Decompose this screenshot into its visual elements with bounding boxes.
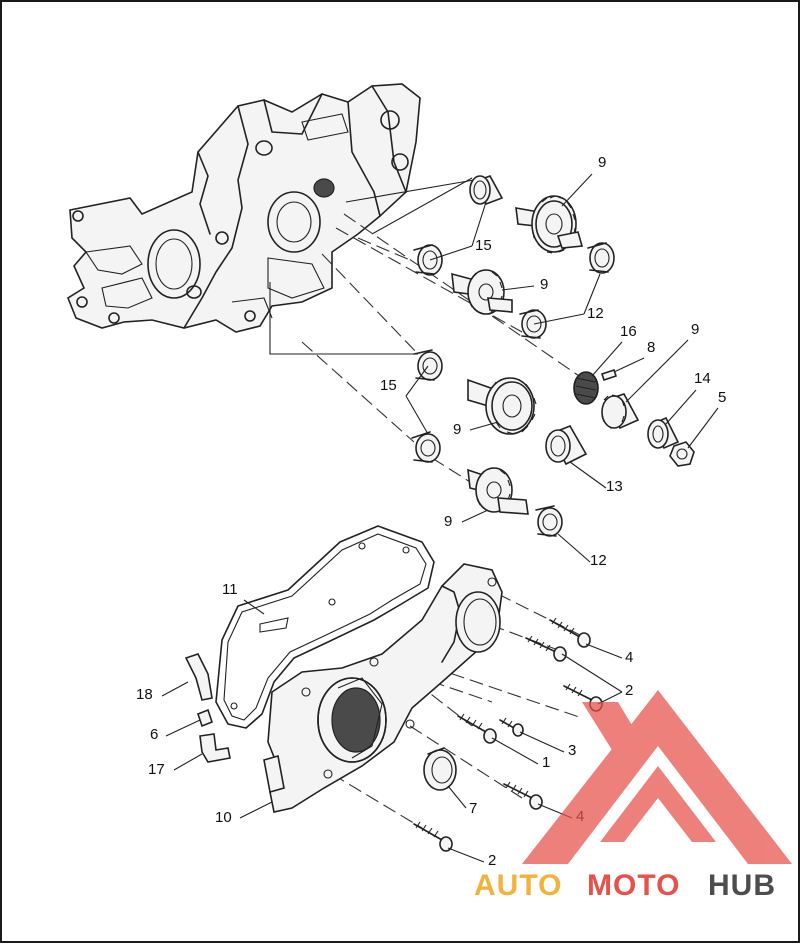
callout-label: 5 bbox=[718, 389, 726, 406]
bushing-14 bbox=[647, 416, 680, 450]
callout-label: 2 bbox=[625, 682, 633, 699]
screw-upper-1 bbox=[549, 617, 591, 648]
callout-label: 9 bbox=[444, 513, 452, 530]
bushing-15-low bbox=[411, 431, 441, 463]
screws bbox=[413, 617, 603, 852]
small-fittings bbox=[184, 653, 231, 763]
cover-gasket bbox=[215, 525, 435, 729]
watermark-text-hub: HUB bbox=[708, 869, 776, 902]
watermark-wordmark: AUTO MOTO HUB bbox=[474, 869, 776, 902]
watermark-triangle-icon bbox=[522, 690, 792, 864]
cam-gears bbox=[451, 195, 640, 515]
watermark-logo bbox=[522, 690, 792, 864]
callout-label: 12 bbox=[587, 305, 604, 322]
callout-label: 3 bbox=[568, 742, 576, 759]
elbow-17 bbox=[199, 733, 231, 763]
callout-label: 6 bbox=[150, 726, 158, 743]
callout-label: 7 bbox=[469, 800, 477, 817]
crankcase-drawing bbox=[67, 83, 421, 333]
bushing-12-upper bbox=[587, 242, 615, 274]
bushing-12-mid bbox=[519, 309, 547, 339]
bushing-15-lower-left bbox=[413, 244, 443, 276]
screw-mid-3 bbox=[499, 717, 524, 737]
bushing-15-mid bbox=[413, 349, 443, 381]
callout-label: 1 bbox=[542, 754, 550, 771]
cam-gear-fourth bbox=[467, 467, 529, 515]
cam-gear-top bbox=[515, 195, 584, 254]
hose-18 bbox=[184, 653, 213, 701]
screw-lower-4 bbox=[503, 781, 543, 810]
callout-label: 16 bbox=[620, 323, 637, 340]
watermark-mountain-icon bbox=[582, 702, 642, 766]
fitting-6 bbox=[197, 708, 213, 728]
screw-lower-2 bbox=[413, 821, 453, 852]
key-8 bbox=[600, 368, 618, 382]
callout-label: 13 bbox=[606, 478, 623, 495]
oil-seal bbox=[423, 747, 457, 791]
gear-cover bbox=[263, 563, 503, 813]
callout-label: 10 bbox=[215, 809, 232, 826]
callout-label: 9 bbox=[691, 321, 699, 338]
drive-gear-16 bbox=[573, 371, 599, 405]
callout-label: 2 bbox=[488, 852, 496, 869]
callout-label: 15 bbox=[380, 377, 397, 394]
bushing-13 bbox=[545, 424, 588, 466]
callout-label: 18 bbox=[136, 686, 153, 703]
callout-label: 17 bbox=[148, 761, 165, 778]
screw-mid-1 bbox=[457, 713, 497, 744]
callout-label: 4 bbox=[625, 649, 633, 666]
callout-label: 9 bbox=[540, 276, 548, 293]
callout-label: 14 bbox=[694, 370, 711, 387]
callout-label: 12 bbox=[590, 552, 607, 569]
bushing-15-upper bbox=[469, 175, 504, 205]
watermark-text-auto: AUTO bbox=[474, 869, 562, 902]
callout-label: 8 bbox=[647, 339, 655, 356]
watermark-inner-triangle-icon bbox=[600, 766, 716, 842]
callout-label: 11 bbox=[222, 581, 238, 598]
cam-gear-third bbox=[467, 377, 537, 435]
callout-label: 9 bbox=[453, 421, 461, 438]
watermark-text-moto: MOTO bbox=[587, 869, 680, 902]
callout-label: 15 bbox=[475, 237, 492, 254]
screw-upper-2 bbox=[525, 635, 567, 662]
bushing-12-low bbox=[535, 505, 563, 537]
cam-gear-second bbox=[451, 269, 513, 315]
pinion-gear bbox=[601, 393, 640, 430]
callout-label: 9 bbox=[598, 154, 606, 171]
